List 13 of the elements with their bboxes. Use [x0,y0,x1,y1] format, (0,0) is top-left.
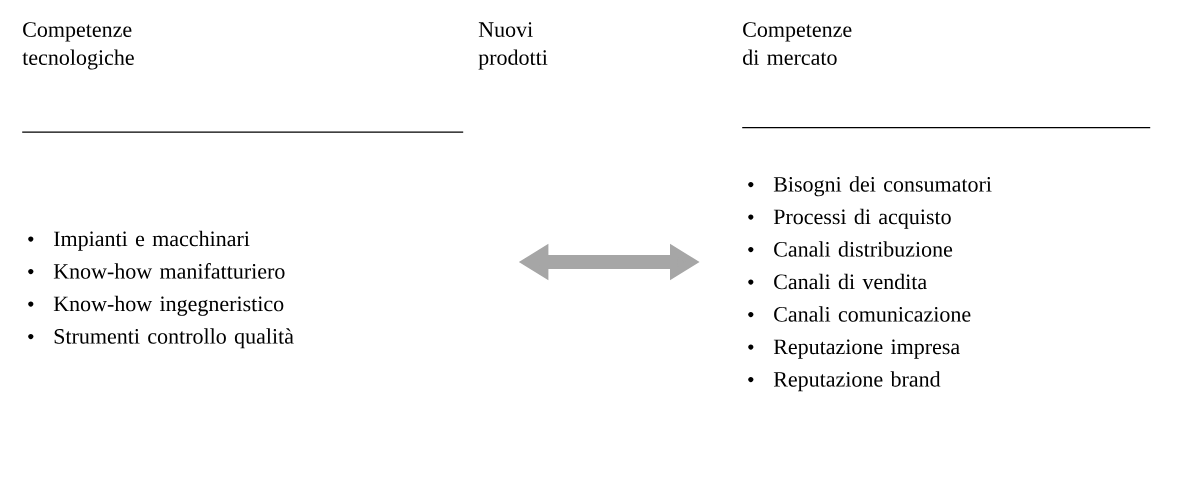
heading: Competenze tecnologiche [22,22,134,70]
list-item: Canali di vendita [748,273,927,290]
list-item: Know-how manifatturiero [28,263,285,279]
list-item: Know-how ingegneristico [28,295,284,316]
list-item: Reputazione impresa [748,339,960,359]
list-item: Impianti e macchinari [28,230,250,251]
list-item: Canali distribuzione [748,241,953,257]
list-item: Canali comunicazione [748,306,971,322]
list-item: Bisogni dei consumatori [748,176,992,197]
list-item: Reputazione brand [748,371,941,392]
list-item: Strumenti controllo qualità [28,328,294,349]
heading: Competenze di mercato [743,22,852,65]
list-item: Processi di acquisto [748,208,951,229]
